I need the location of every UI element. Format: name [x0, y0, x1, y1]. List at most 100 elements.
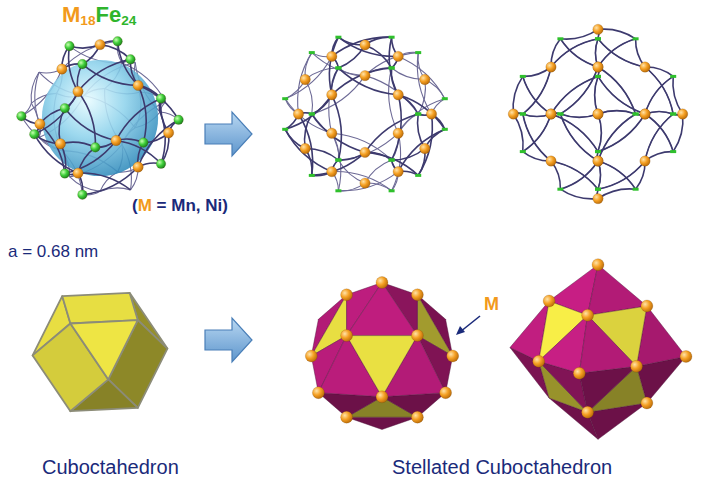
stellated-cuboctahedron: [510, 259, 692, 440]
atom-ball: [582, 309, 594, 321]
fe-mark: [415, 113, 421, 116]
cluster-network: [17, 37, 184, 200]
atom-ball: [133, 162, 143, 172]
atom-ball: [60, 169, 70, 179]
fe-mark: [309, 113, 315, 116]
bond-line: [560, 114, 598, 117]
bond-line: [645, 114, 673, 152]
polyhedron-face: [539, 361, 588, 412]
cluster-network: [508, 24, 688, 204]
fe-mark: [557, 113, 563, 116]
bond-line: [338, 68, 398, 95]
fe-mark: [415, 174, 421, 177]
atom-ball: [133, 80, 143, 90]
bond-line: [523, 67, 551, 114]
bond-line: [69, 46, 78, 91]
atom-ball: [593, 109, 603, 119]
atom-ball: [393, 128, 403, 138]
formula-label: M18Fe24: [62, 2, 136, 29]
atom-ball: [300, 74, 310, 84]
fe-mark: [595, 75, 601, 78]
bond-line: [312, 152, 365, 175]
bond-line: [560, 189, 598, 199]
bond-line: [332, 37, 392, 56]
atom-ball: [341, 411, 353, 423]
atom-ball: [411, 289, 423, 301]
fe-mark: [415, 113, 421, 116]
fe-mark: [335, 159, 341, 162]
atom-ball: [420, 74, 430, 84]
block-arrow: [205, 112, 252, 156]
fe-mark: [389, 159, 395, 162]
fe-mark: [282, 128, 288, 131]
atom-ball: [582, 406, 594, 418]
atom-ball: [640, 156, 650, 166]
atom-ball: [546, 109, 556, 119]
atom-ball: [156, 94, 166, 104]
fe-mark: [389, 67, 395, 70]
atom-ball: [592, 259, 604, 271]
atom-ball: [426, 109, 436, 119]
note-label: (M = Mn, Ni): [132, 196, 228, 216]
fe-mark: [520, 75, 526, 78]
bond-line: [116, 99, 161, 141]
atom-ball: [305, 350, 317, 362]
atom-ball: [91, 143, 101, 153]
bond-line: [338, 172, 398, 191]
polyhedron-face: [347, 417, 418, 429]
bond-line: [523, 67, 551, 114]
bond-line: [598, 189, 636, 199]
atom-ball: [393, 51, 403, 61]
fe-mark: [670, 150, 676, 153]
atom-ball: [95, 39, 105, 49]
bond-line: [645, 76, 673, 114]
bond-line: [598, 111, 636, 114]
bond-line: [78, 92, 95, 148]
atom-ball: [35, 119, 45, 129]
bond-line: [365, 152, 418, 175]
atom-ball: [641, 397, 653, 409]
bond-line: [598, 111, 636, 114]
bond-line: [560, 114, 598, 161]
bond-line: [598, 39, 645, 67]
fe-mark: [309, 51, 315, 54]
atom-ball: [640, 62, 650, 72]
atom-ball: [546, 109, 556, 119]
atom-label: M: [484, 294, 499, 315]
atom-ball: [360, 40, 370, 50]
atom-ball: [73, 168, 83, 178]
bond-line: [398, 95, 445, 130]
bond-line: [365, 114, 418, 152]
fe-mark: [633, 113, 639, 116]
fe-mark: [389, 36, 395, 39]
bond-line: [418, 114, 432, 175]
bond-line: [598, 114, 601, 152]
bond-line: [595, 76, 598, 114]
atom-ball: [593, 24, 603, 34]
atom-ball: [593, 62, 603, 72]
bond-line: [560, 67, 598, 114]
bond-line: [34, 92, 78, 135]
bond-line: [598, 114, 636, 161]
atom-ball: [341, 289, 353, 301]
atom-ball: [376, 277, 388, 289]
atom-ball: [30, 129, 40, 139]
atom-ball: [546, 156, 556, 166]
bond-line: [523, 114, 551, 161]
atom-ball: [533, 355, 545, 367]
atom-ball: [376, 391, 388, 403]
atom-ball: [139, 138, 149, 148]
atom-ball: [360, 70, 370, 80]
atom-ball: [360, 178, 370, 188]
bond-line: [298, 53, 312, 114]
atom-ball: [593, 62, 603, 72]
bond-line: [560, 39, 598, 67]
bond-line: [551, 39, 598, 67]
atom-ball: [631, 360, 643, 372]
atom-ball: [640, 109, 650, 119]
fe-mark: [595, 75, 601, 78]
bond-line: [551, 161, 598, 189]
atom-ball: [57, 64, 67, 74]
atom-ball: [55, 139, 65, 149]
